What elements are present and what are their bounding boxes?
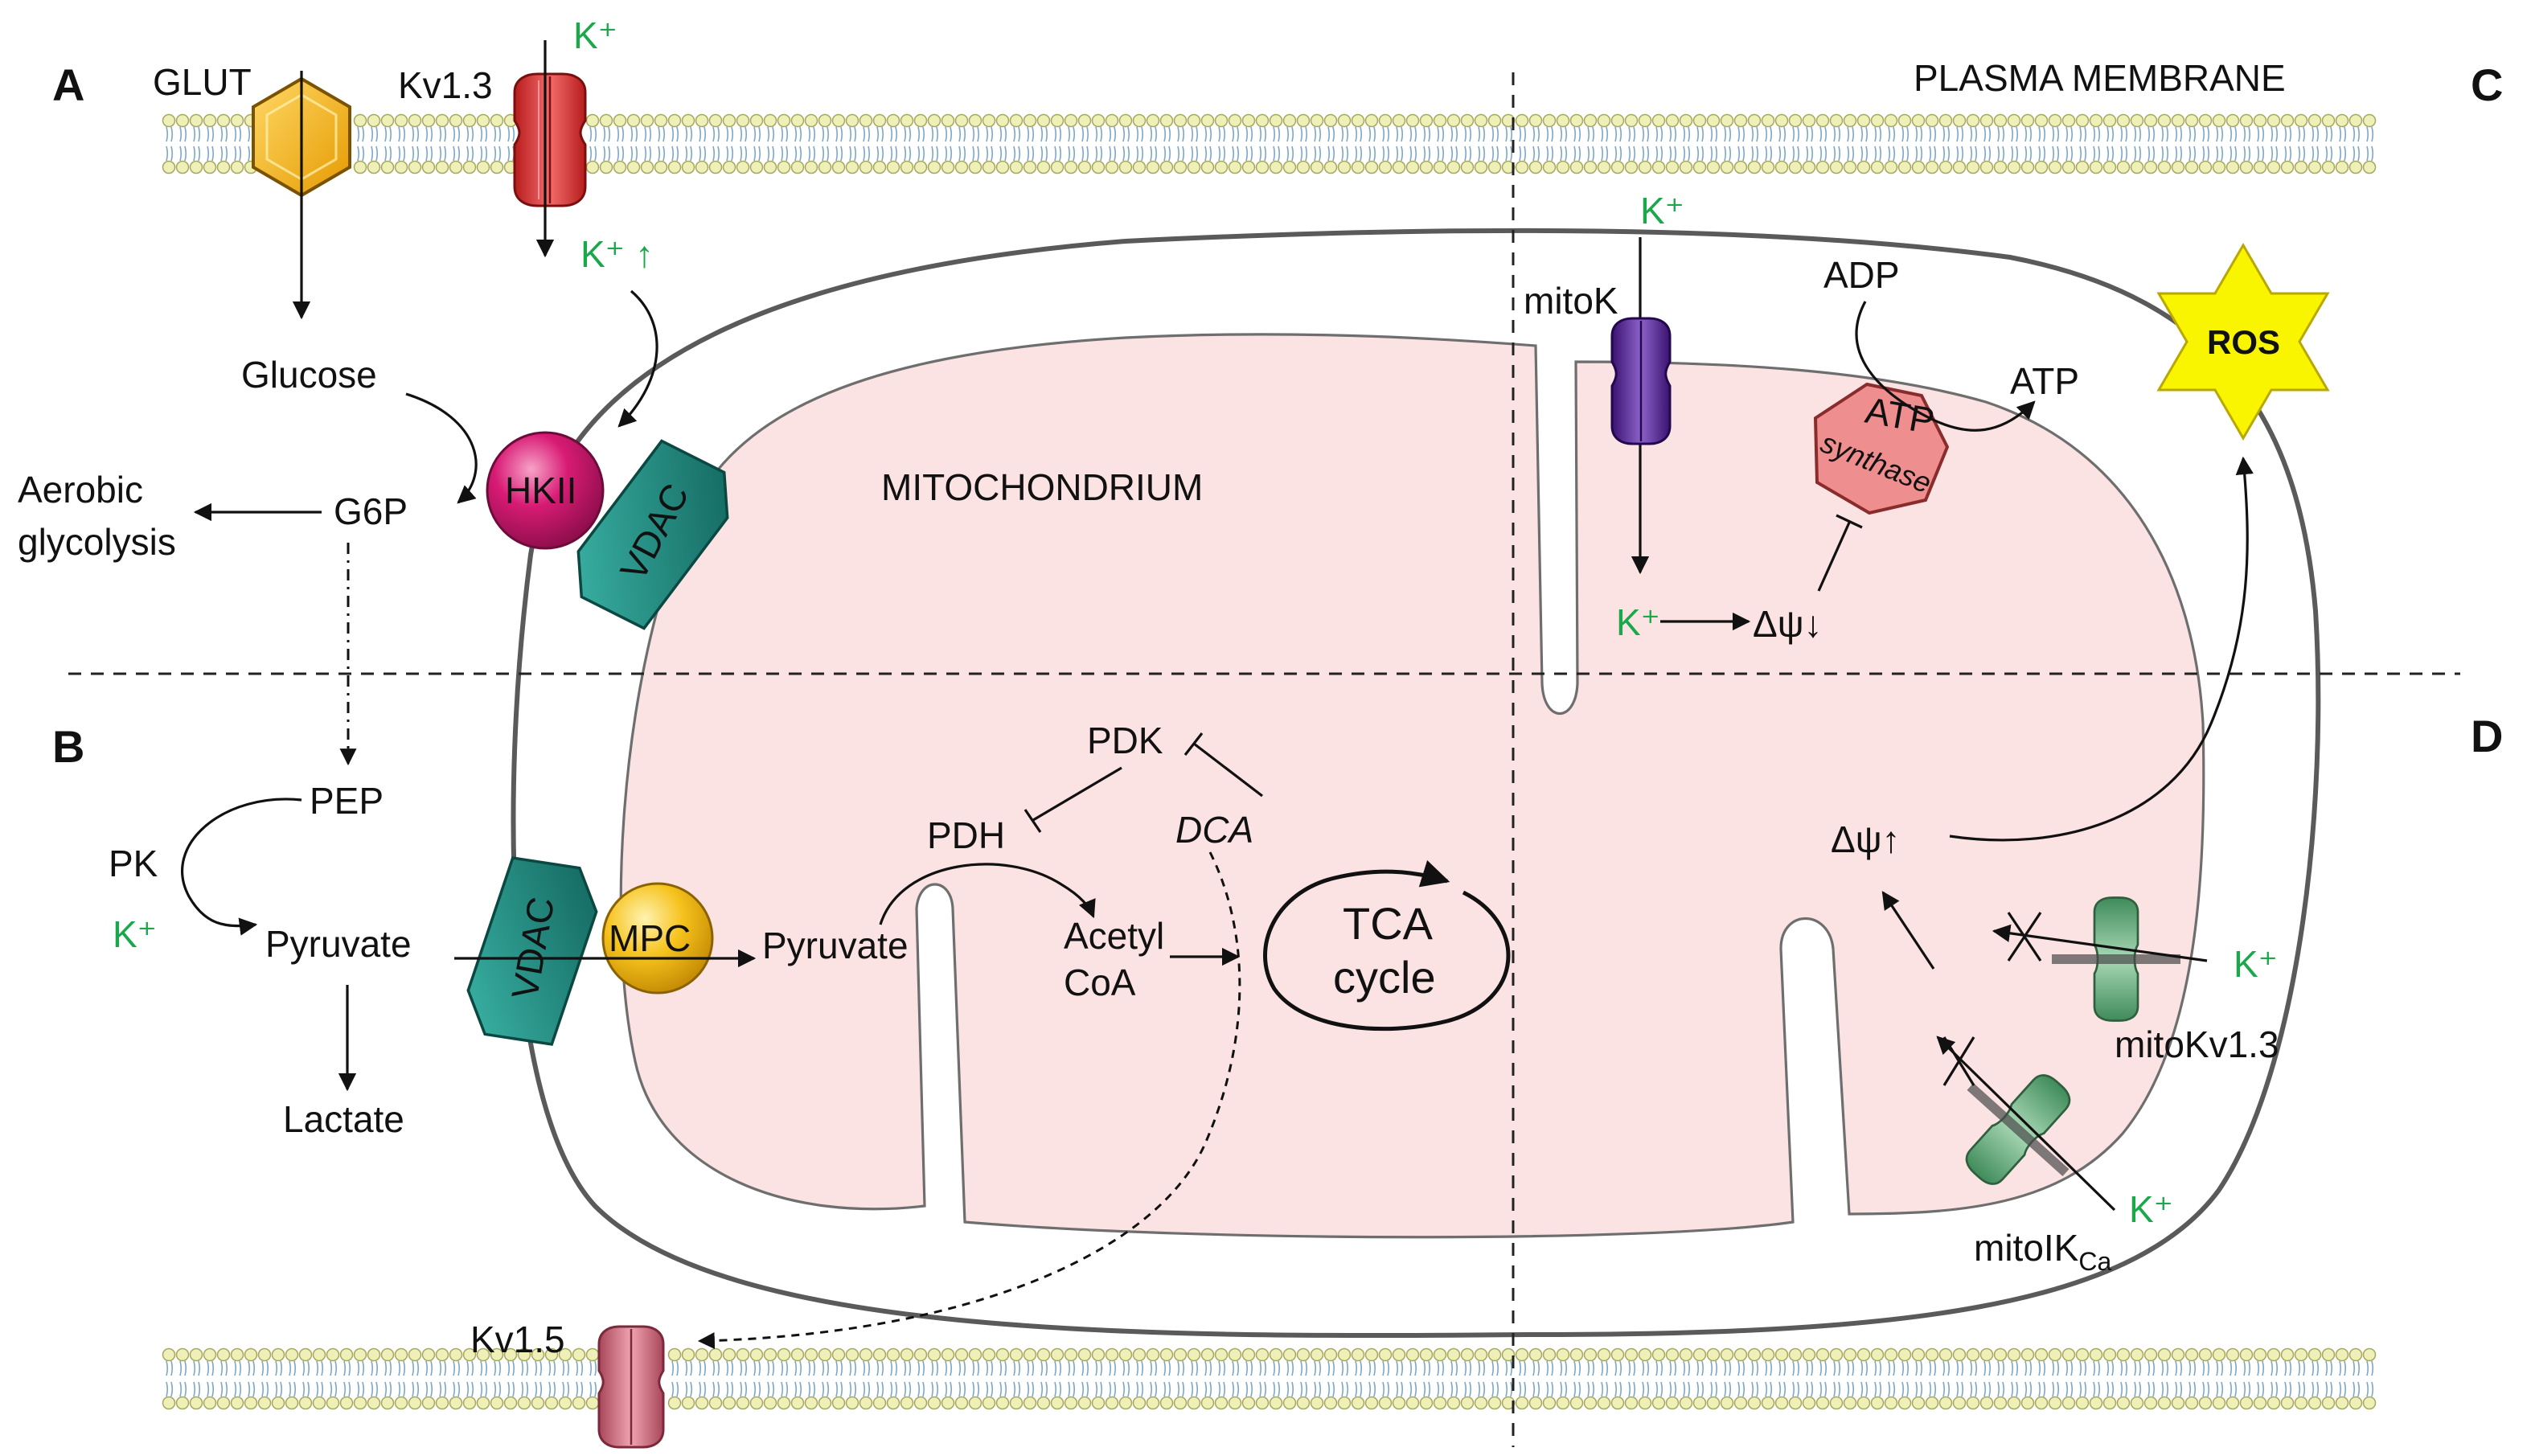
kv15-label: Kv1.5	[470, 1319, 565, 1360]
mitochondrion-label: MITOCHONDRIUM	[881, 466, 1203, 508]
vdac-upper: VDAC	[576, 439, 729, 630]
mitok-label: mitoK	[1524, 280, 1618, 322]
vdac-upper-icon	[576, 439, 729, 630]
mitoikca-channel	[1965, 1074, 2071, 1185]
mpc-carrier: MPC	[601, 882, 714, 995]
plasma-membrane-top	[162, 113, 2377, 174]
panel-label-d: D	[2471, 711, 2503, 761]
k-intracellular-label: K⁺	[580, 233, 625, 275]
mitokv13-block-cross-b	[2007, 912, 2042, 962]
mitok-channel-icon	[1610, 317, 1672, 445]
aerobic-glycolysis-label-1: Aerobic	[18, 469, 143, 511]
kv13-channel-icon	[513, 72, 587, 207]
mitoikca-label-subscript: Ca	[2078, 1247, 2111, 1276]
dca-inhibits-pdk	[1193, 742, 1263, 798]
mitokv13-k-label: K⁺	[2234, 943, 2278, 985]
aerobic-glycolysis-label-2: glycolysis	[18, 521, 176, 563]
glucose-to-g6p-arrow	[405, 392, 478, 504]
k-extracellular-label: K⁺	[573, 14, 617, 56]
plasma-membrane-label: PLASMA MEMBRANE	[1914, 57, 2286, 99]
pyruvate-cytosol-label: Pyruvate	[265, 923, 412, 965]
ros-label: ROS	[2207, 323, 2280, 361]
tca-cycle: TCA cycle	[1263, 859, 1511, 1032]
pdk-inhibits-pdh	[1032, 766, 1122, 822]
dpsi-up-label: Δψ↑	[1831, 818, 1901, 860]
dpsi-inhibits-atp-synthase	[1817, 522, 1851, 592]
pdh-reaction-arrow	[879, 863, 1096, 925]
dpsi-to-ros-arrow	[1949, 456, 2254, 842]
mitoikca-label-main: mitoIK	[1974, 1227, 2079, 1269]
dpsi-down-label: Δψ↓	[1753, 603, 1823, 645]
adp-to-atp-arrow	[1855, 301, 2036, 432]
matrix-k-label: K⁺	[1616, 601, 1660, 643]
dca-inhibits-pdk-bar	[1183, 732, 1204, 756]
acetyl-coa-label-2: CoA	[1064, 962, 1136, 1003]
inner-mitochondrial-membrane	[619, 333, 2205, 1239]
g6p-label: G6P	[334, 490, 408, 532]
pdk-inhibits-pdh-bar	[1023, 809, 1042, 833]
plasma-membrane-bottom	[162, 1347, 2377, 1410]
k-increase-arrow: ↑	[635, 233, 654, 275]
pdk-label: PDK	[1087, 720, 1163, 761]
mitokv13-channel	[2052, 896, 2180, 1022]
lactate-label: Lactate	[283, 1098, 404, 1140]
atp-synthase-hexagon-icon	[1813, 382, 1950, 515]
mitokv13-k-arrow	[1992, 924, 2208, 962]
mitoikca-block-cross-b	[1942, 1036, 1975, 1086]
tca-label-2: cycle	[1333, 952, 1436, 1003]
pdh-label: PDH	[927, 814, 1005, 856]
dca-label: DCA	[1175, 809, 1253, 851]
panel-label-c: C	[2471, 59, 2503, 110]
atp-label: ATP	[2010, 360, 2079, 402]
pk-label: PK	[109, 843, 158, 884]
pyruvate-matrix-label: Pyruvate	[762, 925, 909, 966]
ros-star-icon	[2156, 243, 2330, 441]
dca-to-kv15-dashed-arrow	[697, 851, 1241, 1350]
mitok-k-label: K⁺	[1640, 190, 1684, 232]
k-to-vdac-arrow	[617, 289, 658, 428]
mitoikca-k-label: K⁺	[2129, 1188, 2173, 1230]
kv15-channel-icon	[597, 1325, 665, 1449]
glucose-label: Glucose	[241, 354, 377, 396]
ros: ROS	[2156, 243, 2330, 441]
tca-label-1: TCA	[1343, 898, 1434, 949]
panel-label-a: A	[52, 59, 84, 110]
kv13-label: Kv1.3	[398, 64, 493, 106]
vdac-lower: VDAC	[466, 856, 598, 1046]
adp-label: ADP	[1823, 254, 1900, 296]
mpc-label: MPC	[609, 917, 691, 959]
panel-label-b: B	[52, 721, 84, 772]
hkii-label: HKII	[505, 470, 576, 511]
mitokv13-label: mitoKv1.3	[2115, 1023, 2279, 1065]
dpsi-inhibits-atp-synthase-bar	[1836, 514, 1863, 529]
mpc-sphere-icon	[601, 882, 714, 995]
hkii-enzyme: HKII	[486, 431, 605, 550]
glut-label: GLUT	[153, 61, 252, 103]
hkii-sphere-icon	[486, 431, 605, 550]
atp-synthase: ATP synthase	[1813, 382, 1950, 515]
mitoikca-label: mitoIKCa	[1974, 1227, 2111, 1276]
mitoikca-k-arrow	[1936, 1036, 2116, 1212]
tca-cycle-circular-arrow-icon	[1263, 859, 1511, 1032]
pep-to-pyruvate-arrow	[181, 798, 302, 936]
acetyl-coa-label-1: Acetyl	[1064, 915, 1164, 957]
pk-k-label: K⁺	[113, 913, 157, 955]
vdac-lower-icon	[466, 856, 598, 1046]
channels-to-dpsi-arrow	[1881, 891, 1935, 970]
pep-label: PEP	[310, 780, 384, 822]
